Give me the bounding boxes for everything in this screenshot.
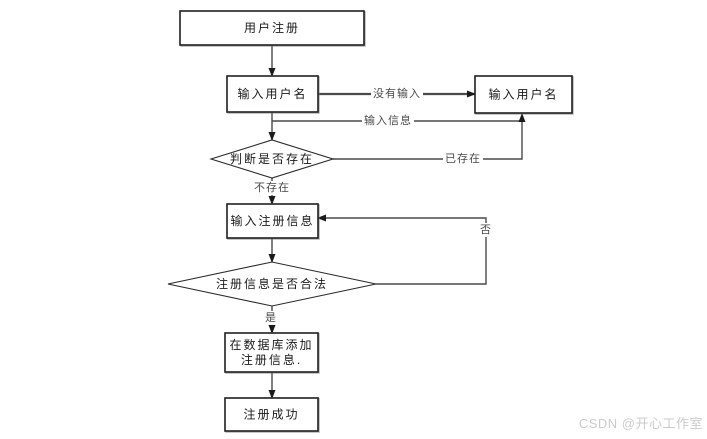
node-user-register: 用户注册 [179,10,365,46]
edge-label-no-input: 没有输入 [373,86,421,100]
edge-label-valid-yes: 是 [265,311,277,324]
edge-label-already-exists: 已存在 [445,151,481,165]
node-shape-user-register [179,10,365,46]
node-label-enter-username-retry: 输入用户名 [488,87,558,102]
node-shape-enter-username [226,75,319,113]
node-label-check-valid: 注册信息是否合法 [216,276,328,291]
edge-already-exists: 已存在 [333,113,526,166]
edge-valid-yes: 是 [263,306,279,334]
edge-label-bg [252,181,292,195]
node-register-success: 注册成功 [224,397,319,432]
edge-label-bg [443,152,483,166]
node-label-register-success: 注册成功 [243,407,299,422]
node-shape-check-exists [209,139,335,179]
edge-input-info: 输入信息 [272,113,522,128]
node-label-user-register: 用户注册 [244,20,300,35]
node-shape-add-to-database [224,332,319,373]
node-label-check-exists: 判断是否存在 [230,151,314,166]
csdn-watermark: CSDN @开心工作室 [578,416,703,431]
edge-label-not-exists: 不存在 [254,180,290,194]
node-shape-enter-register-info [226,203,319,239]
edge-label-bg [478,223,494,237]
node-label-add-to-database: 在数据库添加注册信息. [229,337,313,367]
edge-label-bg [362,114,414,128]
edge-label-bg [371,87,423,101]
node-shape-enter-username-retry [474,75,573,114]
node-enter-username-retry: 输入用户名 [474,75,573,114]
node-check-exists: 判断是否存在 [209,139,335,179]
edge-invalid-loop: 否 [317,214,494,285]
edge-label-bg [263,311,279,325]
edge-not-exists: 不存在 [252,178,292,205]
node-add-to-database: 在数据库添加注册信息. [224,332,319,373]
node-label-enter-username: 输入用户名 [237,86,307,101]
edge-no-input: 没有输入 [318,86,476,101]
node-label-enter-register-info: 输入注册信息 [230,213,314,228]
node-check-valid: 注册信息是否合法 [167,261,377,307]
edge-label-input-info: 输入信息 [364,113,412,127]
node-enter-username: 输入用户名 [226,75,319,113]
node-shape-check-valid [167,261,377,307]
node-shape-register-success [224,397,319,432]
node-enter-register-info: 输入注册信息 [226,203,319,239]
edge-label-invalid-loop: 否 [480,224,492,236]
